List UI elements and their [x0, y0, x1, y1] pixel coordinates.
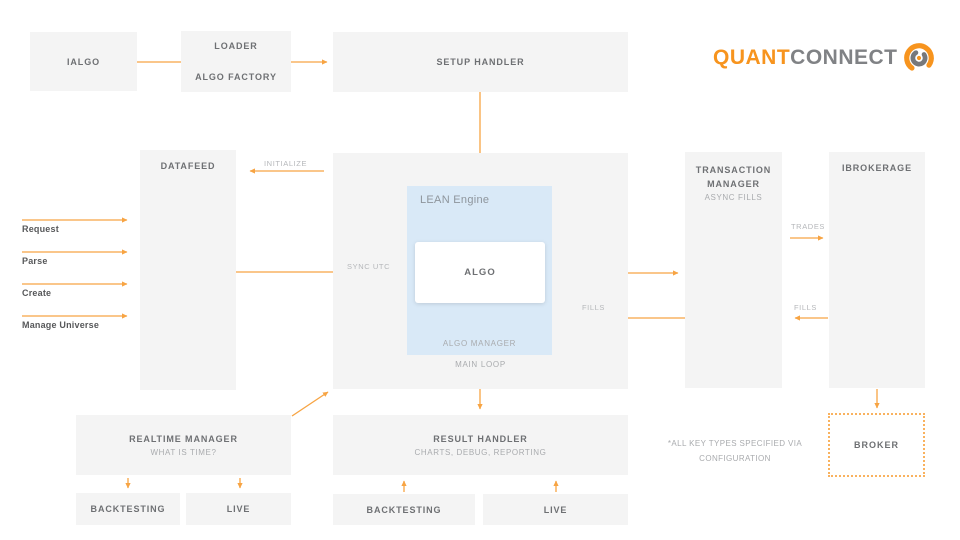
node-datafeed[interactable]: DATAFEED [140, 150, 236, 390]
node-loader-label: LOADER [214, 41, 258, 51]
node-realtime-manager-sublabel: WHAT IS TIME? [150, 447, 217, 457]
node-transaction-manager[interactable]: TRANSACTION MANAGER ASYNC FILLS [685, 152, 782, 388]
node-ibrokerage-label: IBROKERAGE [841, 163, 912, 173]
node-transaction-manager-sublabel: ASYNC FILLS [704, 193, 763, 202]
node-backtesting-left-label: BACKTESTING [90, 504, 166, 514]
node-ialgo[interactable]: IALGO [30, 32, 137, 91]
algo-manager-label: ALGO MANAGER [442, 339, 517, 348]
node-broker[interactable]: BROKER [828, 413, 925, 477]
left-label-parse: Parse [22, 256, 48, 266]
main-loop-label: MAIN LOOP [455, 360, 506, 369]
edge-label-fills-right: FILLS [794, 303, 818, 312]
node-transaction-manager-label: TRANSACTION MANAGER [695, 165, 772, 189]
left-label-manage-universe: Manage Universe [22, 320, 100, 330]
node-loader[interactable]: LOADER ALGO FACTORY [181, 31, 291, 92]
arrow-realtime-manager-to-main-loop [291, 391, 329, 417]
node-ibrokerage[interactable]: IBROKERAGE [829, 152, 925, 388]
configuration-note-line1: *ALL KEY TYPES SPECIFIED VIA [667, 439, 803, 448]
lean-engine-label: LEAN Engine [420, 194, 490, 206]
configuration-note-line2: CONFIGURATION [699, 454, 771, 463]
node-algo-factory-label: ALGO FACTORY [195, 72, 277, 82]
node-live-center-label: LIVE [543, 504, 568, 515]
node-setup-handler[interactable]: SETUP HANDLER [333, 32, 628, 92]
node-result-handler-sublabel: CHARTS, DEBUG, REPORTING [414, 447, 547, 457]
node-backtesting-left[interactable]: BACKTESTING [76, 493, 180, 525]
node-realtime-manager[interactable]: REALTIME MANAGER WHAT IS TIME? [76, 415, 291, 475]
logo-connect-text: CONNECT [790, 46, 898, 69]
node-live-left-label: LIVE [226, 504, 251, 514]
node-live-center[interactable]: LIVE [483, 494, 628, 525]
node-realtime-manager-label: REALTIME MANAGER [129, 433, 238, 444]
logo-quant-text: QUANT [713, 46, 791, 69]
node-result-handler[interactable]: RESULT HANDLER CHARTS, DEBUG, REPORTING [333, 415, 628, 475]
algo-label: ALGO [464, 267, 496, 278]
node-algo[interactable]: ALGO [415, 242, 545, 303]
node-backtesting-center[interactable]: BACKTESTING [333, 494, 475, 525]
node-broker-label: BROKER [853, 440, 899, 450]
node-ialgo-label: IALGO [67, 56, 100, 67]
left-label-request: Request [22, 224, 59, 234]
node-result-handler-label: RESULT HANDLER [433, 433, 528, 444]
edge-label-sync-utc: SYNC UTC [347, 262, 391, 271]
node-live-left[interactable]: LIVE [186, 493, 291, 525]
edge-label-initialize: INITIALIZE [264, 159, 308, 168]
configuration-note: *ALL KEY TYPES SPECIFIED VIA CONFIGURATI… [660, 436, 810, 466]
node-datafeed-label: DATAFEED [160, 161, 216, 171]
quantconnect-swirl-icon [903, 43, 934, 73]
edge-label-fills-center: FILLS [582, 303, 606, 312]
left-label-create: Create [22, 288, 52, 298]
quantconnect-logo-text: QUANTCONNECT [713, 46, 898, 70]
node-backtesting-center-label: BACKTESTING [366, 504, 442, 515]
quantconnect-logo: QUANTCONNECT [713, 41, 936, 75]
node-lean-engine[interactable]: LEAN Engine ALGO ALGO MANAGER [407, 186, 552, 355]
node-setup-handler-label: SETUP HANDLER [436, 57, 525, 67]
edge-label-trades: TRADES [791, 222, 826, 231]
